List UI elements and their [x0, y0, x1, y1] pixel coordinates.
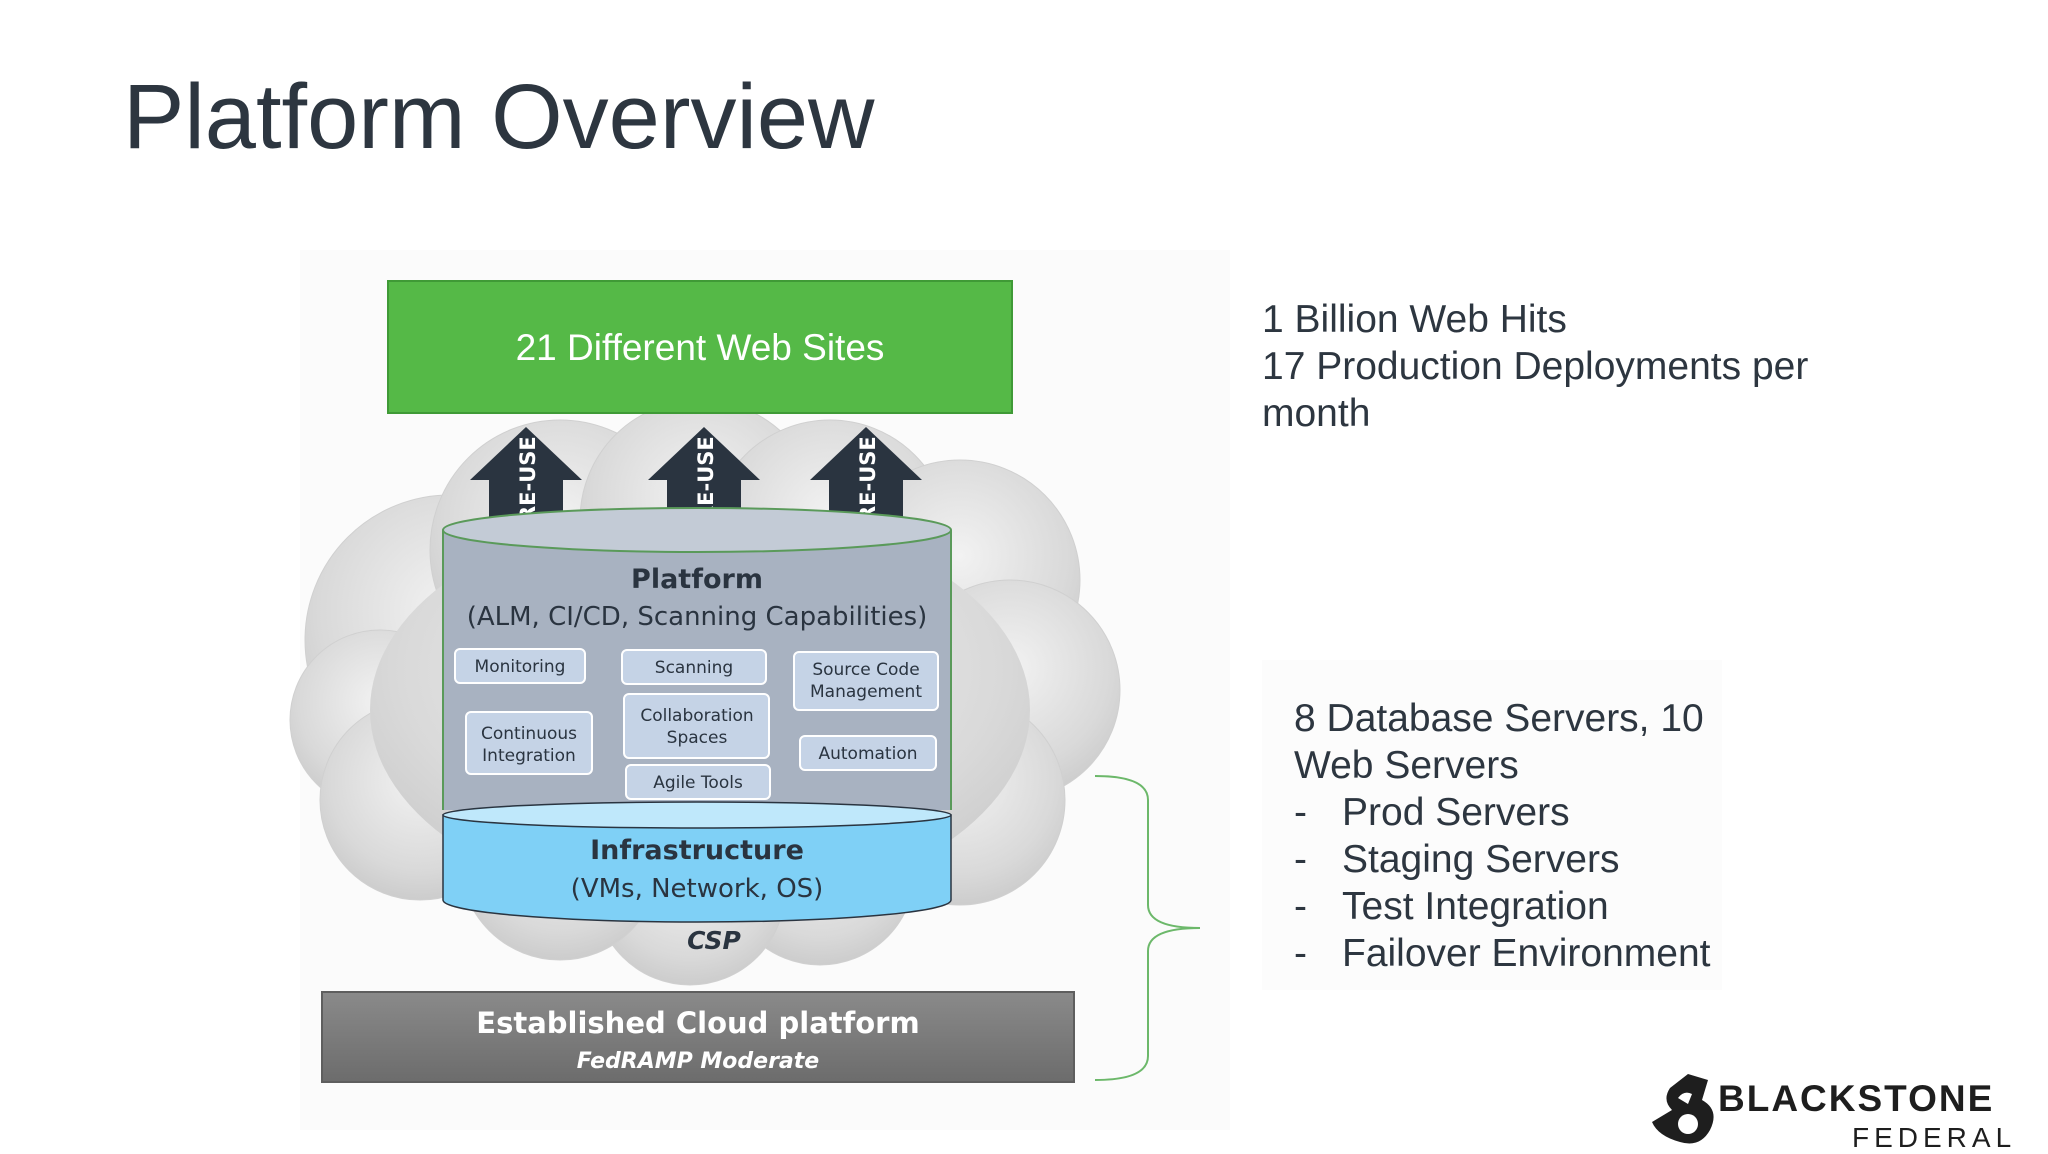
capability-label: Automation	[818, 744, 917, 764]
bullet-dash: -	[1294, 838, 1307, 881]
websites-box	[387, 280, 1013, 414]
capability-label: Collaboration	[640, 706, 753, 726]
reuse-arrow: RE-USE	[470, 427, 582, 530]
bullet-dash: -	[1294, 791, 1307, 834]
capability-label: Agile Tools	[653, 773, 743, 793]
infrastructure-subtitle: (VMs, Network, OS)	[571, 874, 824, 904]
websites-label: 21 Different Web Sites	[516, 327, 885, 368]
capability-label: Source Code	[812, 660, 919, 680]
server-stats-backdrop	[1262, 660, 1722, 990]
capability-box: Agile Tools	[625, 764, 771, 800]
stat-line: 17 Production Deployments per	[1262, 345, 1809, 388]
bullet-dash: -	[1294, 885, 1307, 928]
capability-box: Automation	[799, 735, 937, 771]
capability-label: Management	[810, 682, 922, 702]
server-item: -Staging Servers	[1294, 838, 1620, 881]
capability-label: Spaces	[667, 728, 728, 748]
logo-name: BLACKSTONE	[1718, 1078, 1995, 1119]
capability-box: Monitoring	[454, 648, 586, 684]
grouping-bracket	[1094, 775, 1201, 1081]
stat-line: 1 Billion Web Hits	[1262, 298, 1567, 341]
infrastructure-title: Infrastructure	[590, 835, 804, 866]
capability-label: Monitoring	[475, 657, 566, 677]
cloud-platform-title: Established Cloud platform	[476, 1006, 919, 1040]
server-item: -Prod Servers	[1294, 791, 1570, 834]
platform-title: Platform	[631, 564, 763, 595]
capability-box: Continuous Integration	[465, 711, 593, 775]
slide-title: Platform Overview	[123, 66, 875, 168]
csp-label: CSP	[687, 926, 741, 955]
capability-label: Integration	[482, 746, 576, 766]
cloud-platform-bar	[321, 991, 1075, 1083]
server-line: 8 Database Servers, 10	[1294, 697, 1704, 740]
bullet-dash: -	[1294, 932, 1307, 975]
logo-sub: FEDERAL	[1852, 1122, 2017, 1153]
infrastructure-cylinder	[442, 801, 952, 923]
stat-line: month	[1262, 392, 1371, 435]
blackstone-logo-icon	[1652, 1074, 1714, 1144]
capability-label: Scanning	[655, 658, 733, 678]
platform-subtitle: (ALM, CI/CD, Scanning Capabilities)	[467, 602, 928, 632]
capability-label: Continuous	[481, 724, 577, 744]
capability-box: Collaboration Spaces	[623, 693, 770, 759]
reuse-label: RE-USE	[516, 436, 540, 522]
reuse-arrow: RE-USE	[810, 427, 922, 530]
server-item: -Failover Environment	[1294, 932, 1711, 975]
server-line: Web Servers	[1294, 744, 1519, 787]
capability-box: Source Code Management	[793, 651, 939, 711]
cloud-platform-subtitle: FedRAMP Moderate	[577, 1049, 820, 1074]
server-item: -Test Integration	[1294, 885, 1609, 928]
server-stats: 8 Database Servers, 10 Web Servers -Prod…	[1294, 695, 1754, 977]
reuse-label: RE-USE	[856, 436, 880, 522]
capability-box: Scanning	[621, 649, 767, 685]
top-stats: 1 Billion Web Hits 17 Production Deploym…	[1262, 296, 1882, 437]
